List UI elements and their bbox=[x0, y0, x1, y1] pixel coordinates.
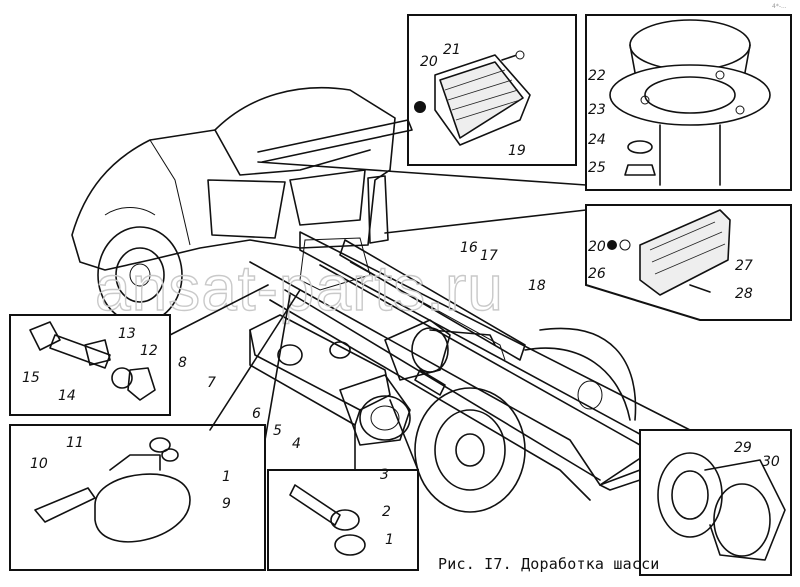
callout-15: 15 bbox=[22, 370, 40, 386]
detail-box-side-plate bbox=[585, 204, 792, 321]
callout-28: 28 bbox=[735, 286, 753, 302]
figure-caption: Рис. I7. Доработка шасси bbox=[438, 555, 660, 573]
callout-6: 6 bbox=[252, 406, 261, 422]
callout-20-side: 20 bbox=[588, 239, 606, 255]
callout-numbers: 21 20 19 22 23 24 25 20 26 27 28 16 17 1… bbox=[22, 3, 787, 548]
callout-2: 2 bbox=[382, 504, 391, 520]
callout-5: 5 bbox=[273, 423, 282, 439]
callout-13: 13 bbox=[118, 326, 136, 342]
callout-17: 17 bbox=[480, 248, 498, 264]
watermark-text: ansat-parts.ru bbox=[95, 252, 504, 324]
callout-22: 22 bbox=[588, 68, 606, 84]
callout-9: 9 bbox=[222, 496, 231, 512]
leader-lines bbox=[169, 119, 641, 486]
callout-3: 3 bbox=[380, 467, 389, 483]
callout-19: 19 bbox=[508, 143, 526, 159]
detail-box-clamp bbox=[9, 424, 266, 571]
callout-1-nuts: 1 bbox=[385, 532, 394, 548]
callout-26: 26 bbox=[588, 266, 606, 282]
callout-1-clamp: 1 bbox=[222, 469, 231, 485]
corner-mark: 4*-... bbox=[772, 3, 787, 10]
detail-box-bolt bbox=[9, 314, 171, 416]
callout-29: 29 bbox=[734, 440, 752, 456]
callout-18: 18 bbox=[528, 278, 546, 294]
detail-box-roof-plate bbox=[407, 14, 577, 166]
callout-11: 11 bbox=[66, 435, 84, 451]
callout-23: 23 bbox=[588, 102, 606, 118]
callout-27: 27 bbox=[735, 258, 753, 274]
detail-box-nuts bbox=[267, 469, 419, 571]
callout-30: 30 bbox=[762, 454, 780, 470]
detail-box-cap bbox=[639, 429, 792, 576]
chassis-units bbox=[249, 314, 496, 446]
truck-cab bbox=[71, 87, 396, 324]
callout-12: 12 bbox=[140, 343, 158, 359]
callout-16: 16 bbox=[460, 240, 478, 256]
callout-21: 21 bbox=[443, 42, 461, 58]
rear-wheels bbox=[414, 327, 637, 513]
callout-14: 14 bbox=[58, 388, 76, 404]
detail-box-lamp-unit bbox=[585, 14, 792, 191]
callout-24: 24 bbox=[588, 132, 606, 148]
callout-8: 8 bbox=[178, 355, 187, 371]
callout-10: 10 bbox=[30, 456, 48, 472]
callout-25: 25 bbox=[588, 160, 606, 176]
callout-7: 7 bbox=[207, 375, 216, 391]
callout-4: 4 bbox=[292, 436, 301, 452]
callout-20-top: 20 bbox=[420, 54, 438, 70]
